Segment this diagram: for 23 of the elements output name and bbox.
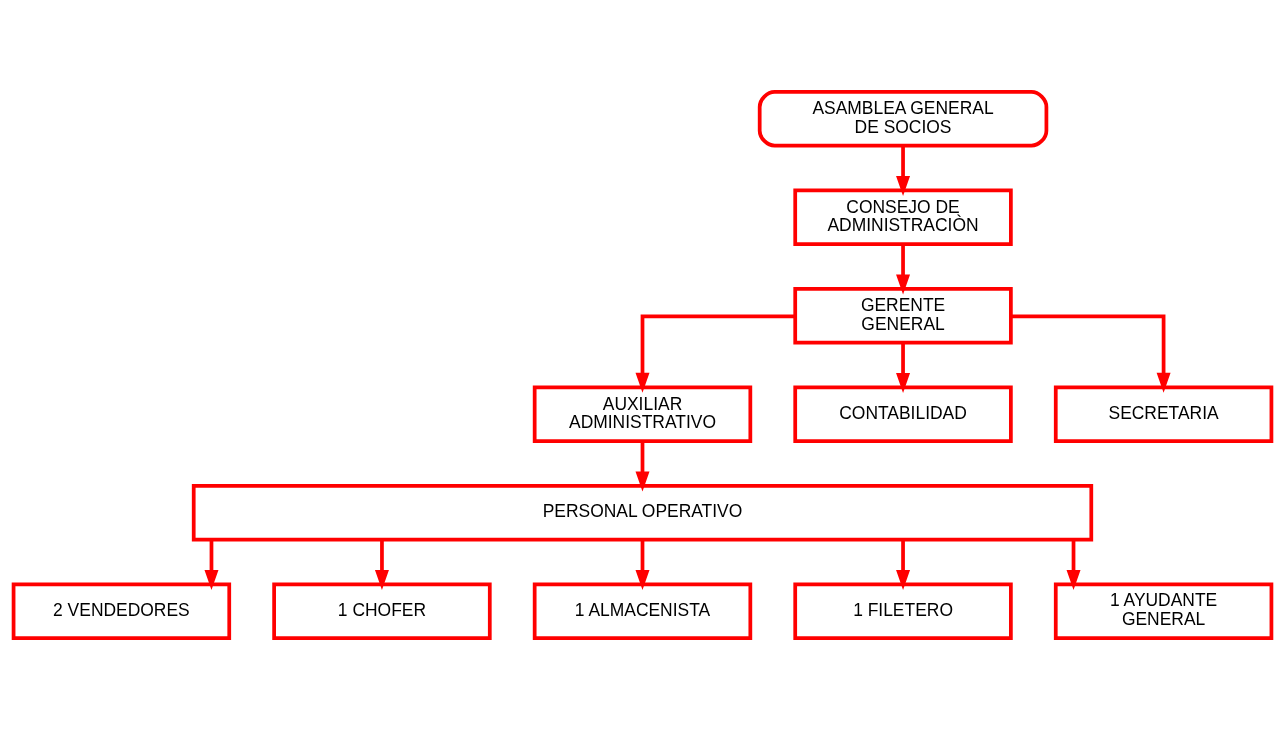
node-box: GERENTE GENERAL <box>793 286 1013 344</box>
arrow <box>635 539 650 590</box>
arrow <box>374 539 389 590</box>
node-box: 1 CHOFER <box>272 582 492 640</box>
arrow <box>635 440 650 491</box>
node-box: ASAMBLEA GENERAL DE SOCIOS <box>757 89 1049 147</box>
node-box: CONTABILIDAD <box>793 385 1013 443</box>
arrow <box>896 539 911 590</box>
node-box: AUXILIAR ADMINISTRATIVO <box>532 385 753 443</box>
arrow <box>896 243 911 295</box>
node-box: 1 ALMACENISTA <box>532 582 753 640</box>
arrow <box>1010 314 1171 393</box>
node-box: PERSONAL OPERATIVO <box>191 483 1094 541</box>
arrow <box>635 314 796 393</box>
arrow <box>1066 539 1081 590</box>
node-box: 1 FILETERO <box>793 582 1013 640</box>
node-box: 1 AYUDANTE GENERAL <box>1053 582 1274 640</box>
node-box: CONSEJO DE ADMINISTRACIÒN <box>793 188 1013 246</box>
arrow <box>896 342 911 393</box>
node-box: 2 VENDEDORES <box>11 582 232 640</box>
node-box: SECRETARIA <box>1053 385 1274 443</box>
arrow <box>204 539 219 590</box>
arrow <box>896 145 911 196</box>
